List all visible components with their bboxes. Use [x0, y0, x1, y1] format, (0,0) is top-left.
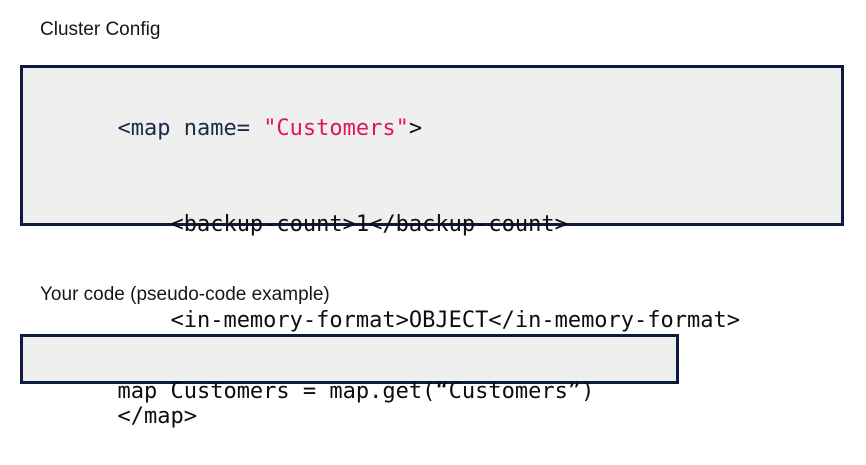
- code-line: <map name= "Customers">: [38, 81, 841, 177]
- code-token-plain: <backup-count>1</backup-count>: [117, 212, 568, 237]
- code-token-tag: <map name=: [117, 116, 264, 141]
- code-line: <backup-count>1</backup-count>: [38, 177, 841, 273]
- code-token-string: "Customers": [263, 116, 409, 141]
- cluster-config-code-block: <map name= "Customers"> <backup-count>1<…: [20, 65, 844, 429]
- document-page: Cluster Config <map name= "Customers"> <…: [20, 19, 844, 429]
- code-token-plain: map Customers = map.get(“Customers”): [117, 379, 595, 404]
- code-token-plain: <in-memory-format>OBJECT</in-memory-form…: [117, 308, 741, 333]
- your-code-heading: Your code (pseudo-code example): [40, 284, 330, 305]
- your-code-code-block: map Customers = map.get(“Customers”): [20, 334, 679, 404]
- cluster-config-heading: Cluster Config: [40, 19, 161, 40]
- code-line: map Customers = map.get(“Customers”): [38, 347, 676, 437]
- code-line: <in-memory-format>OBJECT</in-memory-form…: [38, 273, 841, 369]
- code-token-plain: >: [408, 116, 423, 141]
